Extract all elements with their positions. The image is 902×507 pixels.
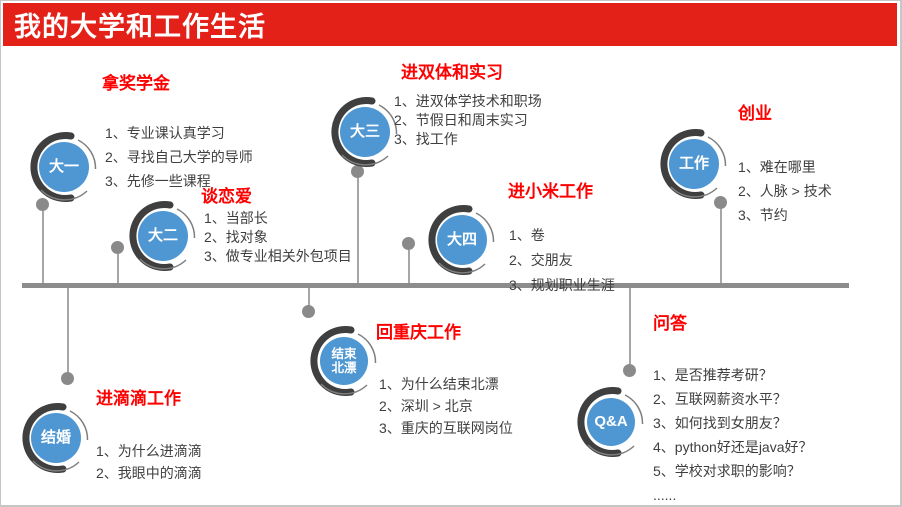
item-list-sophomore: 1、当部长 2、找对象 3、做专业相关外包项目: [204, 209, 352, 266]
list-item: 2、我眼中的滴滴: [96, 465, 202, 481]
connector-line-junior: [357, 178, 359, 283]
list-item: 3、规划职业生涯: [509, 277, 615, 293]
milestone-label-qa: Q&A: [571, 382, 651, 462]
connector-line-qa: [629, 288, 631, 371]
page-title: 我的大学和工作生活: [14, 12, 266, 42]
list-item: 2、互联网薪资水平？: [653, 391, 787, 407]
list-item: 1、进双体学技术和职场: [394, 93, 542, 109]
milestone-ring-marriage: [22, 403, 89, 473]
milestone-label-text: 结束: [331, 346, 357, 361]
milestone-label-text: 大一: [48, 158, 79, 176]
item-list-work: 1、难在哪里 2、人脉 > 技术 3、节约: [738, 155, 832, 227]
milestone-ring-freshman: [30, 132, 97, 202]
list-item: 3、做专业相关外包项目: [204, 248, 352, 264]
list-item: 1、为什么结束北漂: [379, 376, 499, 392]
connector-line-end-beijing-drift: [308, 288, 310, 312]
connector-line-marriage: [67, 288, 69, 379]
list-item: 2、找对象: [204, 229, 268, 245]
list-item: 2、深圳 > 北京: [379, 398, 473, 414]
milestone-ring-sophomore: [129, 201, 196, 271]
connector-line-freshman: [42, 211, 44, 283]
list-item: 4、python好还是java好？: [653, 439, 813, 455]
milestone-ring-junior: [331, 97, 398, 167]
milestone-label-junior: 大三: [325, 92, 405, 172]
list-item: 3、节约: [738, 207, 788, 223]
title-bar: 我的大学和工作生活: [3, 3, 897, 46]
timeline-axis: [22, 283, 849, 288]
milestone-label-text: 结婚: [40, 429, 71, 447]
list-item: 1、当部长: [204, 210, 268, 226]
section-heading-qa: 问答: [653, 314, 687, 333]
item-list-marriage: 1、为什么进滴滴 2、我眼中的滴滴: [96, 440, 202, 484]
connector-line-work: [720, 209, 722, 283]
item-list-senior: 1、卷 2、交朋友 3、规划职业生涯: [509, 223, 615, 298]
list-item: 1、是否推荐考研？: [653, 367, 773, 383]
list-item: 2、交朋友: [509, 252, 573, 268]
list-item: 3、如何找到女朋友？: [653, 415, 787, 431]
list-item: 3、先修一些课程: [105, 173, 211, 189]
section-heading-sophomore: 谈恋爱: [201, 187, 252, 206]
connector-dot-work: [714, 196, 727, 209]
connector-dot-freshman: [36, 198, 49, 211]
section-heading-end-beijing-drift: 回重庆工作: [376, 323, 461, 342]
connector-dot-senior: [402, 237, 415, 250]
list-item: 2、节假日和周末实习: [394, 112, 528, 128]
milestone-label-senior: 大四: [422, 200, 502, 280]
section-heading-work: 创业: [738, 104, 772, 123]
list-item: 5、学校对求职的影响？: [653, 463, 801, 479]
item-list-qa: 1、是否推荐考研？ 2、互联网薪资水平？ 3、如何找到女朋友？ 4、python…: [653, 363, 813, 505]
milestone-label-end-beijing-drift: 结束北漂: [304, 321, 384, 401]
milestone-label-text: 大二: [147, 227, 178, 245]
list-item: 1、专业课认真学习: [105, 125, 225, 141]
milestone-ring-qa: [577, 387, 644, 457]
list-item: 1、卷: [509, 227, 545, 243]
connector-dot-marriage: [61, 372, 74, 385]
section-heading-freshman: 拿奖学金: [102, 74, 170, 93]
connector-line-senior: [408, 250, 410, 283]
list-item: 1、为什么进滴滴: [96, 443, 202, 459]
milestone-label-work: 工作: [654, 124, 734, 204]
milestone-ring-end-beijing-drift: [310, 326, 377, 396]
milestone-label-text2: 北漂: [331, 361, 357, 375]
milestone-ring-work: [660, 129, 727, 199]
list-item: 1、难在哪里: [738, 159, 816, 175]
item-list-junior: 1、进双体学技术和职场 2、节假日和周末实习 3、找工作: [394, 92, 542, 149]
milestone-label-marriage: 结婚: [16, 398, 96, 478]
connector-dot-qa: [623, 364, 636, 377]
milestone-label-freshman: 大一: [24, 127, 104, 207]
section-heading-junior: 进双体和实习: [401, 63, 503, 82]
list-item: 3、重庆的互联网岗位: [379, 420, 513, 436]
item-list-end-beijing-drift: 1、为什么结束北漂 2、深圳 > 北京 3、重庆的互联网岗位: [379, 373, 513, 439]
connector-line-sophomore: [117, 254, 119, 283]
list-item: 2、寻找自己大学的导师: [105, 149, 253, 165]
list-item: ......: [653, 487, 677, 503]
section-heading-senior: 进小米工作: [508, 182, 593, 201]
section-heading-marriage: 进滴滴工作: [96, 389, 181, 408]
milestone-label-text: 大三: [349, 123, 380, 141]
milestone-label-text: Q&A: [594, 413, 628, 431]
connector-dot-sophomore: [111, 241, 124, 254]
connector-dot-end-beijing-drift: [302, 305, 315, 318]
milestone-label-sophomore: 大二: [123, 196, 203, 276]
milestone-label-text: 大四: [446, 231, 477, 249]
item-list-freshman: 1、专业课认真学习 2、寻找自己大学的导师 3、先修一些课程: [105, 121, 253, 193]
milestone-label-text: 工作: [678, 155, 709, 173]
list-item: 2、人脉 > 技术: [738, 183, 832, 199]
milestone-ring-senior: [428, 205, 495, 275]
connector-dot-junior: [351, 165, 364, 178]
list-item: 3、找工作: [394, 131, 458, 147]
